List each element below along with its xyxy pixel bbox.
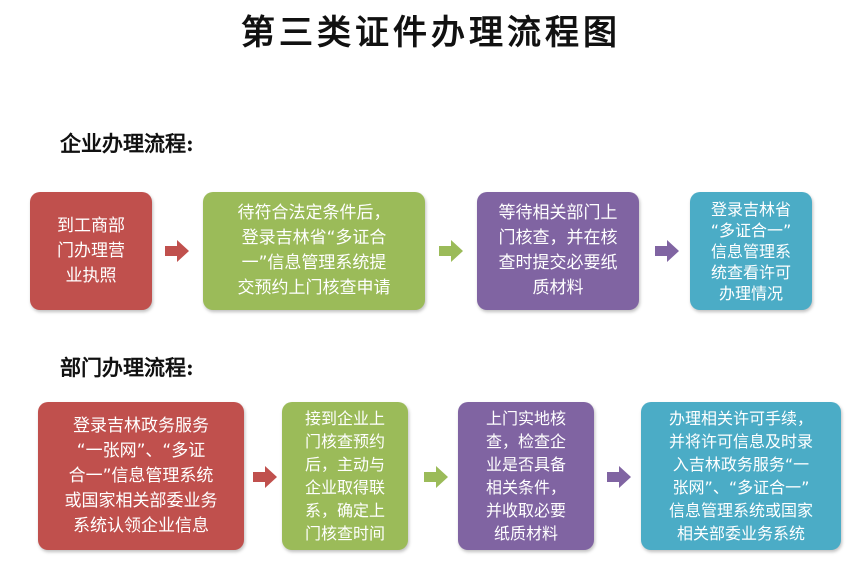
department-heading: 部门办理流程: <box>60 355 194 380</box>
department-step-3: 上门实地核 查，检查企 业是否具备 相关条件， 并收取必要 纸质材料 <box>458 402 594 550</box>
arrow-right-icon <box>439 240 463 262</box>
arrow-right-icon <box>424 466 448 488</box>
department-step-2: 接到企业上 门核查预约 后，主动与 企业取得联 系，确定上 门核查时间 <box>282 402 408 550</box>
arrow-right-icon <box>165 240 189 262</box>
enterprise-step-1: 到工商部 门办理营 业执照 <box>30 192 152 310</box>
enterprise-step-3: 等待相关部门上 门核查，并在核 查时提交必要纸 质材料 <box>477 192 639 310</box>
arrow-right-icon <box>655 240 679 262</box>
arrow-right-icon <box>607 466 631 488</box>
arrow-right-icon <box>253 466 277 488</box>
department-step-4: 办理相关许可手续， 并将许可信息及时录 入吉林政务服务“一 张网”、“多证合一”… <box>641 402 841 550</box>
page-title: 第三类证件办理流程图 <box>241 13 621 53</box>
enterprise-step-2: 待符合法定条件后， 登录吉林省“多证合 一”信息管理系统提 交预约上门核查申请 <box>203 192 425 310</box>
enterprise-heading: 企业办理流程: <box>60 131 194 156</box>
department-step-1: 登录吉林政务服务 “一张网”、“多证 合一”信息管理系统 或国家相关部委业务 系… <box>38 402 244 550</box>
enterprise-step-4: 登录吉林省 “多证合一” 信息管理系 统查看许可 办理情况 <box>690 192 812 310</box>
